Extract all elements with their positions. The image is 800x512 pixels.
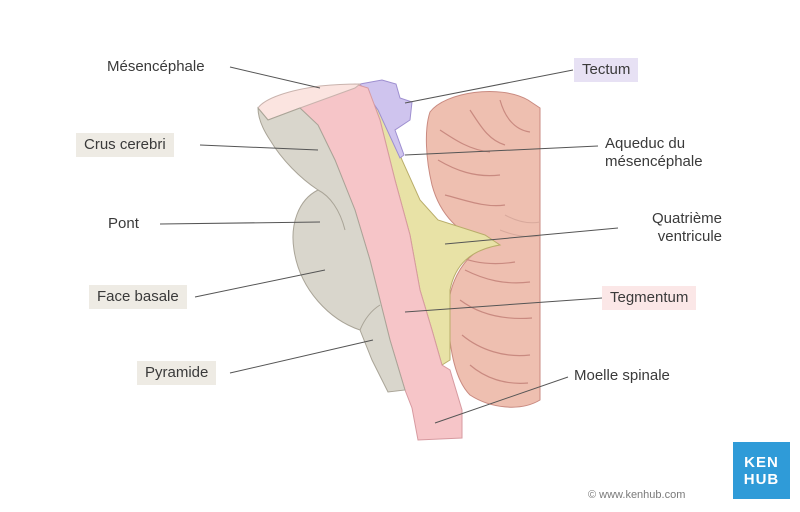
logo-line1: KEN — [744, 453, 779, 471]
leader-tectum — [404, 69, 574, 104]
leader-pyramide — [229, 339, 374, 374]
leader-moelle — [434, 376, 569, 424]
label-moelle-spinale: Moelle spinale — [574, 367, 670, 384]
label-quatrieme: Quatrième ventricule — [622, 210, 722, 246]
leader-pont — [159, 221, 321, 225]
label-pont: Pont — [108, 215, 139, 232]
basal-region — [257, 106, 406, 393]
label-mesencephale: Mésencéphale — [107, 58, 205, 75]
label-crus-cerebri: Crus cerebri — [76, 133, 174, 157]
label-tectum: Tectum — [574, 58, 639, 82]
label-face-basale: Face basale — [89, 285, 187, 309]
label-quatrieme-line2: ventricule — [657, 228, 722, 245]
leader-aqueduc — [404, 145, 599, 156]
kenhub-logo[interactable]: KEN HUB — [733, 442, 790, 499]
logo-line2: HUB — [743, 470, 780, 488]
tectum-region — [359, 79, 413, 159]
leader-lines — [159, 66, 619, 424]
leader-tegmentum — [404, 297, 603, 313]
leader-mesencephale — [229, 66, 321, 89]
label-aqueduc: Aqueduc du mésencéphale — [605, 135, 703, 171]
leader-crus-cerebri — [199, 144, 319, 151]
label-quatrieme-line1: Quatrième — [651, 210, 722, 227]
leader-quatrieme — [444, 227, 619, 245]
copyright-text: © www.kenhub.com — [588, 489, 686, 501]
label-aqueduc-line1: Aqueduc du — [605, 135, 686, 152]
label-pyramide: Pyramide — [137, 361, 217, 385]
leader-face-basale — [194, 269, 326, 298]
label-tegmentum: Tegmentum — [602, 286, 697, 310]
label-aqueduc-line2: mésencéphale — [605, 153, 703, 170]
midbrain-slice — [257, 83, 362, 121]
